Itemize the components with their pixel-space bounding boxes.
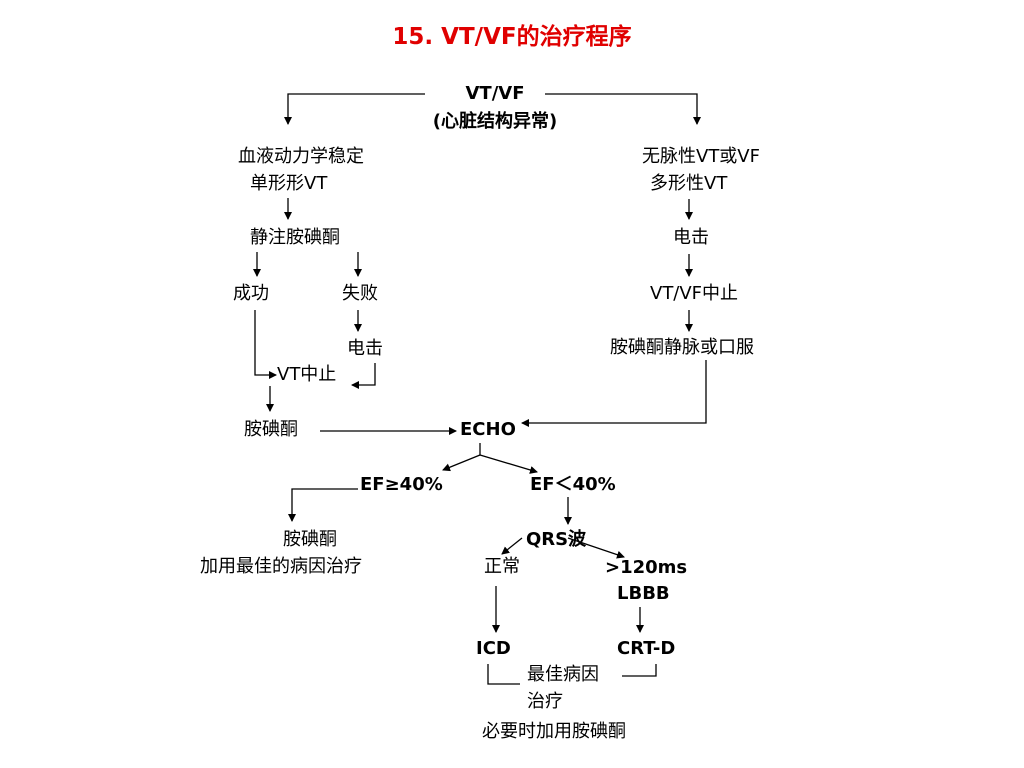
shock-right-node: 电击 [673,227,709,248]
left-branch-line1: 血液动力学稳定 [238,146,364,167]
shock-left-node: 电击 [347,338,383,359]
connector-icd-to-best-cause [487,664,520,685]
arrow-success-to-vt-terminated [254,310,277,379]
connector-crt-d-to-best-cause [622,664,657,677]
vt-terminated-node: VT中止 [277,364,337,385]
root-node-line2: (心脏结构异常) [432,111,558,132]
iv-amiodarone-node: 静注胺碘酮 [250,227,340,248]
arrow-root-left [284,93,425,125]
qrs-normal-node: 正常 [484,556,520,577]
arrow-qrs-to-normal [501,537,523,555]
arrow-root-right [545,93,701,125]
arrow-ef-high-to-result [288,488,358,522]
right-branch-line1: 无脉性VT或VF [642,146,760,167]
arrow-echo-to-ef-low [479,454,538,474]
echo-node: ECHO [460,419,516,440]
ef-high-result-line1: 胺碘酮 [283,529,337,550]
right-branch-line2: 多形性VT [650,173,728,194]
ef-high-node: EF≥40% [360,474,443,495]
arrow-qrs-to-wide [567,537,625,559]
crt-d-node: CRT-D [617,638,676,659]
ef-low-node: EF＜40% [530,474,616,495]
amiodarone-iv-oral-node: 胺碘酮静脉或口服 [610,337,754,358]
page-title: 15. VT/VF的治疗程序 [392,24,632,50]
arrow-echo-to-ef-high [442,454,481,472]
amiodarone-node: 胺碘酮 [244,419,298,440]
success-node: 成功 [233,283,269,304]
qrs-wide-line2: LBBB [617,583,670,604]
root-node-line1: VT/VF [465,83,525,104]
ef-high-result-line2: 加用最佳的病因治疗 [200,556,362,577]
qrs-wave-node: QRS波 [526,529,587,550]
icd-node: ICD [476,638,511,659]
arrow-amiodarone-to-echo-right [521,360,707,427]
arrow-shock-to-vt-terminated [351,363,376,389]
amiodarone-if-needed-node: 必要时加用胺碘酮 [482,721,626,742]
left-branch-line2: 单形形VT [250,173,328,194]
qrs-wide-line1: >120ms [605,557,688,578]
best-cause-line1: 最佳病因 [527,664,599,685]
vtvf-terminated-node: VT/VF中止 [650,283,739,304]
best-cause-line2: 治疗 [527,691,563,712]
failure-node: 失败 [342,283,378,304]
